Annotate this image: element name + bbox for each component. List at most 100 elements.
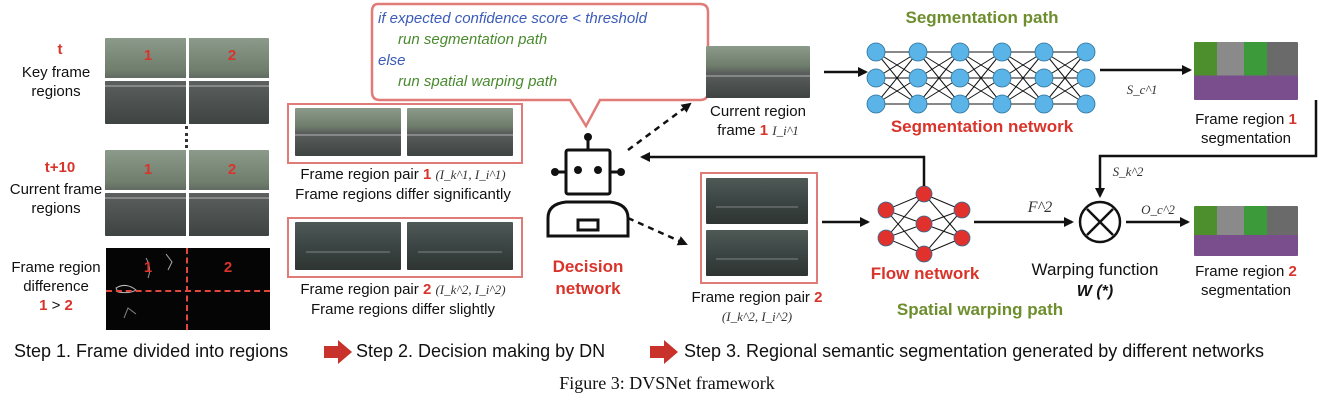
network-node <box>1076 94 1096 114</box>
network-edge <box>917 51 961 105</box>
current-frame-region-1: 1 <box>143 161 153 178</box>
network-edge <box>885 193 925 239</box>
segmentation-path-title: Segmentation path <box>905 8 1059 27</box>
difference-image <box>106 248 270 330</box>
pair-2-num: 2 <box>422 281 432 298</box>
decision-network-label: Decision network <box>530 256 646 300</box>
frame-region-1-seg-label: Frame region 1 segmentation <box>1168 110 1324 148</box>
network-node <box>953 229 971 247</box>
difference-region-1: 1 <box>143 259 153 276</box>
current-region-label-line-2: frame 1 I_i^1 <box>690 121 826 140</box>
warping-function-symbol: W (*) <box>1076 283 1114 300</box>
robot-icon <box>546 133 630 238</box>
decision-label-line-1: Decision <box>552 257 624 276</box>
pair-2-caption: Frame region pair 2 (I_k^2, I_i^2) <box>283 280 523 299</box>
difference-label: Frame region difference 1 > 2 <box>0 258 112 315</box>
pair-1-desc: Frame regions differ significantly <box>295 186 511 203</box>
network-node <box>915 185 933 203</box>
network-node <box>992 94 1012 114</box>
current-frame-region-2: 2 <box>227 161 237 178</box>
step-arrow-1 <box>324 340 352 364</box>
network-node <box>1034 68 1054 88</box>
network-node <box>1034 94 1054 114</box>
warping-function-label: Warping function <box>1031 260 1159 279</box>
network-node <box>908 94 928 114</box>
difference-label-line-2: difference <box>23 278 89 295</box>
bubble-line-2: run segmentation path <box>398 31 548 48</box>
network-edge <box>885 209 925 255</box>
current-region-frame-text: frame <box>717 122 760 139</box>
warp-output-label-line-2: segmentation <box>1200 282 1292 299</box>
network-node <box>866 42 886 62</box>
difference-cmp-op: > <box>47 297 65 314</box>
decision-label-line-2: network <box>555 279 621 298</box>
arrow-dn-to-warp <box>627 216 688 246</box>
pair-1-label: Frame region pair <box>300 166 423 183</box>
flow-network-label: Flow network <box>870 264 980 283</box>
warp-pair-caption: Frame region pair 2 (I_k^2, I_i^2) <box>676 288 838 326</box>
pair-1-current-image <box>407 108 513 156</box>
difference-region-2: 2 <box>223 259 233 276</box>
current-region-label: Current region frame 1 I_i^1 <box>690 102 826 140</box>
segmentation-network-icon <box>866 42 1096 114</box>
seg-output-label-line-1: Frame region 1 <box>1168 110 1324 129</box>
network-edge <box>1001 51 1045 105</box>
pair-1-caption: Frame region pair 1 (I_k^1, I_i^1) <box>283 165 523 184</box>
network-edge <box>923 193 963 239</box>
warp-pair-label-line: Frame region pair 2 <box>676 288 838 307</box>
network-node <box>915 215 933 233</box>
network-node <box>1076 68 1096 88</box>
network-node <box>877 229 895 247</box>
pair-2-desc: Frame regions differ slightly <box>311 301 495 318</box>
key-frame-region-2: 2 <box>227 47 237 64</box>
step-1-text: Step 1. Frame divided into regions <box>14 341 289 361</box>
network-node <box>953 201 971 219</box>
step-3-text: Step 3. Regional semantic segmentation g… <box>684 341 1265 361</box>
step-2-text: Step 2. Decision making by DN <box>356 341 606 361</box>
frame-region-2-seg-label: Frame region 2 segmentation <box>1168 262 1324 300</box>
frame-region-2-segmentation-image <box>1194 206 1298 256</box>
pair-2-label: Frame region pair <box>300 281 423 298</box>
network-edge <box>923 209 963 255</box>
bubble-line-3: else <box>378 52 406 69</box>
network-node <box>1076 42 1096 62</box>
warp-output-num: 2 <box>1288 263 1297 280</box>
network-node <box>950 42 970 62</box>
current-frame-time: t+10 <box>44 159 76 176</box>
difference-cmp-2: 2 <box>64 297 73 314</box>
warp-pair-math: (I_k^2, I_i^2) <box>721 309 793 324</box>
key-frame-label: Key frame regions <box>0 63 112 101</box>
network-node <box>877 201 895 219</box>
network-node <box>1034 42 1054 62</box>
bubble-line-1: if expected confidence score < threshold <box>378 10 647 27</box>
network-edge <box>1043 51 1087 105</box>
bubble-line-4: run spatial warping path <box>398 73 558 90</box>
network-node <box>908 68 928 88</box>
current-frame-label: Current frame regions <box>0 180 112 218</box>
pair-1-math: (I_k^1, I_i^1) <box>435 167 506 182</box>
key-frame-grid-v <box>186 38 189 124</box>
network-edge <box>875 51 919 105</box>
network-node <box>950 94 970 114</box>
seg-output-num: 1 <box>1288 111 1297 128</box>
current-region-image <box>706 46 810 98</box>
network-node <box>866 94 886 114</box>
warp-pair-label: Frame region pair <box>691 289 815 306</box>
network-node <box>950 68 970 88</box>
pair-1-key-image <box>295 108 401 156</box>
key-frame-label-line-2: regions <box>31 83 81 100</box>
network-node <box>908 42 928 62</box>
current-frame-grid-h <box>105 190 269 193</box>
difference-cmp-1: 1 <box>39 297 48 314</box>
key-frame-time: t <box>57 41 63 58</box>
current-region-math: I_i^1 <box>772 123 799 138</box>
current-frame-grid-v <box>186 150 189 236</box>
pair-2-key-image <box>295 222 401 270</box>
warp-output-text: Frame region <box>1195 263 1289 280</box>
current-frame-label-line-1: Current frame <box>9 181 103 198</box>
network-edge <box>959 51 1003 105</box>
figure-caption: Figure 3: DVSNet framework <box>559 373 775 393</box>
vertical-dots <box>185 126 188 148</box>
key-frame-region-1: 1 <box>143 47 153 64</box>
seg-output-text: Frame region <box>1195 111 1289 128</box>
